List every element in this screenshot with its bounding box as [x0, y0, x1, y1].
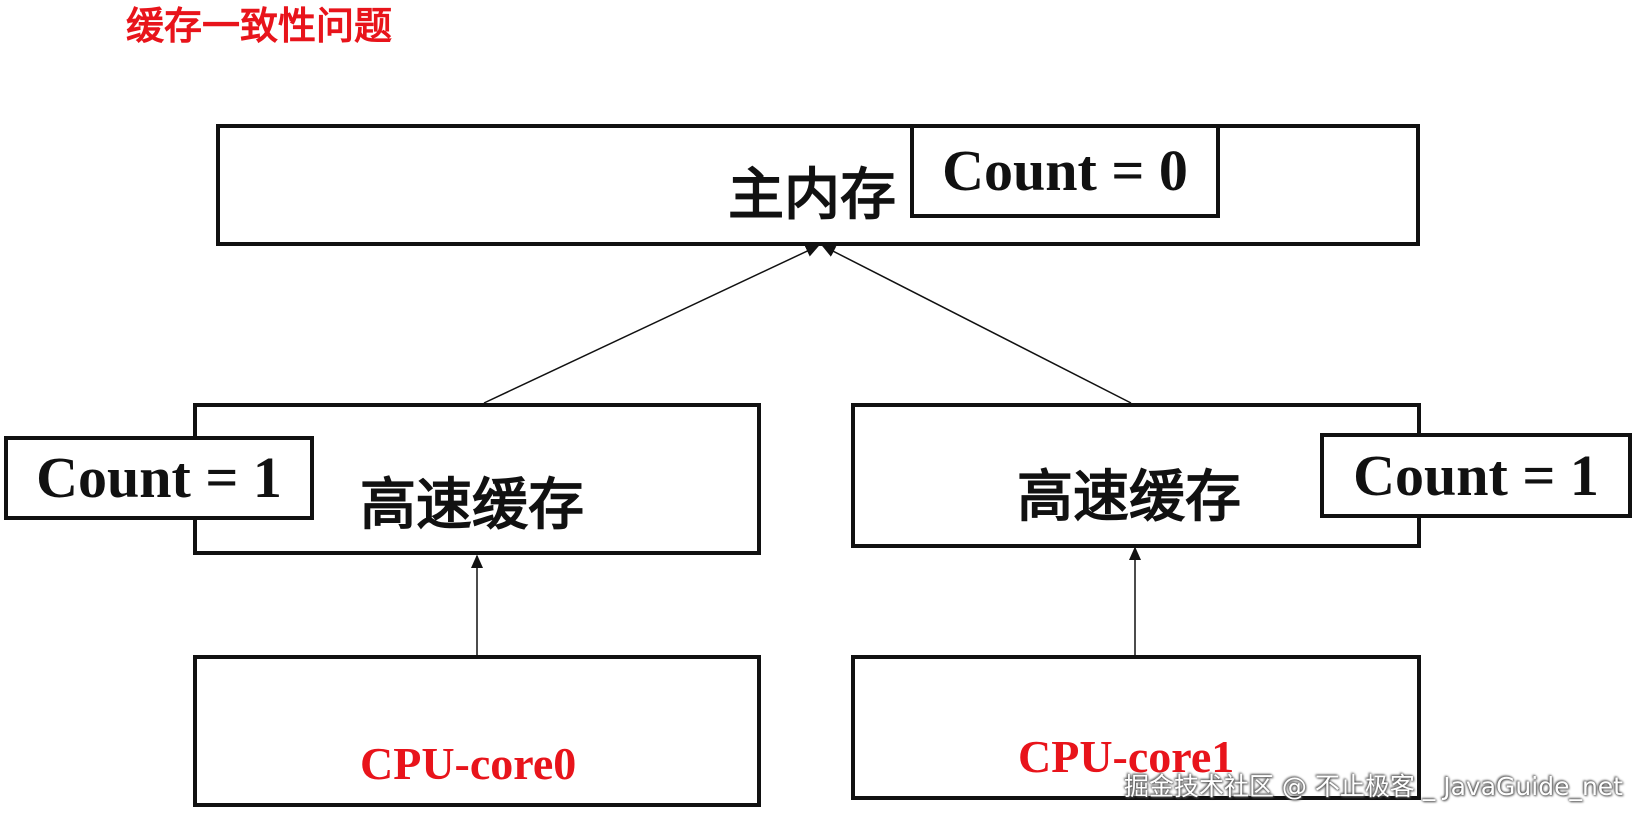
cpu-core1-label: CPU-core1 — [1018, 731, 1235, 782]
main-memory-label: 主内存 — [728, 163, 896, 228]
cpu-core1-box — [851, 655, 1421, 800]
arrow-cache0-to-main — [483, 245, 820, 404]
diagram-title: 缓存一致性问题 — [126, 4, 393, 48]
cache-count-core1: Count = 1 — [1320, 433, 1632, 518]
cache-count-core0: Count = 1 — [4, 436, 314, 520]
cache-label-core1: 高速缓存 — [1017, 465, 1241, 530]
main-memory-count: Count = 0 — [910, 124, 1220, 218]
watermark: 掘金技术社区 @ 不止极客 _ JavaGuide_net — [1123, 772, 1623, 801]
cpu-core0-box — [193, 655, 761, 807]
arrow-cache1-to-main — [821, 245, 1132, 404]
cpu-core0-label: CPU-core0 — [360, 738, 577, 789]
cache-label-core0: 高速缓存 — [360, 473, 584, 538]
